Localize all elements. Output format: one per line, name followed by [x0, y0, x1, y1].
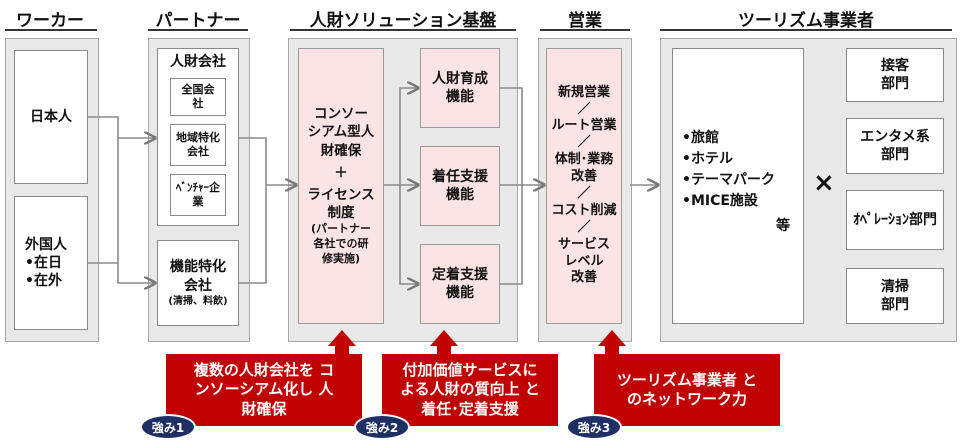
- arrow-foreign-to-specialized: [117, 263, 155, 283]
- sales-line: サービス: [557, 236, 610, 252]
- facility-item: •ホテル: [682, 151, 733, 167]
- department-label: 清掃部門: [881, 278, 909, 313]
- sales-line: レベル: [564, 253, 604, 269]
- strength3-callout: ツーリズム事業者 とのネットワーク力: [594, 354, 780, 426]
- retention-function-box: 定着支援機能: [420, 244, 500, 324]
- regional-company-label: 地域特化会社: [176, 130, 220, 158]
- arrow-staffing-to-platform: [239, 137, 296, 185]
- regional-company-box: 地域特化会社: [170, 124, 226, 166]
- specialized-company-note: (清掃、料飲): [168, 295, 228, 307]
- arrow-to-retention: [399, 185, 418, 284]
- venture-company-box: ﾍﾞﾝﾁｬｰ企業: [170, 174, 226, 216]
- specialized-company-title: 機能特化会社: [170, 259, 226, 294]
- consortium-line: コンソー: [314, 106, 368, 123]
- facilities-box: [672, 48, 804, 324]
- staffing-company-title: 人財会社: [170, 54, 226, 70]
- consortium-line: ライセンス: [307, 186, 375, 203]
- foreign-worker-item: •在外: [25, 273, 62, 290]
- facility-item: •旅館: [682, 130, 719, 146]
- national-company-box: 全国会社: [170, 78, 226, 116]
- department-label: エンタメ系部門: [860, 128, 930, 163]
- japanese-worker-box: 日本人: [14, 50, 88, 184]
- arrow-to-training: [399, 88, 418, 185]
- header-worker: ワーカー: [16, 11, 84, 31]
- multiply-sign: ×: [813, 168, 835, 198]
- foreign-worker-item: •在日: [25, 254, 62, 271]
- sales-separator: ／: [577, 219, 591, 235]
- header-underline: [148, 29, 248, 31]
- consortium-line: 財確保: [320, 142, 362, 159]
- sales-box: 新規営業 ／ ルート営業 ／ 体制･業務 改善 ／ コスト削減 ／ サービス レ…: [546, 48, 622, 324]
- consortium-line: 制度: [327, 205, 355, 222]
- department-label: ｵﾍﾟﾚｰｼｮﾝ部門: [853, 211, 937, 228]
- strength1-text: 複数の人財会社を コンソーシアム化し 人財確保: [193, 360, 335, 418]
- header-underline: [5, 29, 97, 31]
- department-entertainment-box: エンタメ系部門: [846, 118, 944, 174]
- header-platform: 人財ソリューション基盤: [309, 11, 497, 31]
- strength1-arrow: [328, 330, 356, 356]
- strength3-arrow: [598, 330, 626, 356]
- consortium-note: (パートナー: [310, 222, 372, 236]
- sales-line: ルート営業: [551, 118, 617, 134]
- consortium-line: シアム型人: [307, 124, 375, 141]
- venture-company-label: ﾍﾞﾝﾁｬｰ企業: [176, 180, 220, 208]
- arrow-functions-to-sales: [500, 87, 523, 285]
- strength2-arrow: [430, 330, 458, 356]
- department-cleaning-box: 清掃部門: [846, 268, 944, 324]
- retention-function-label: 定着支援機能: [432, 266, 488, 301]
- onboarding-function-box: 着任支援機能: [420, 146, 500, 226]
- department-hospitality-box: 接客部門: [846, 48, 944, 102]
- department-operation-box: ｵﾍﾟﾚｰｼｮﾝ部門: [846, 190, 944, 250]
- header-sales: 営業: [568, 11, 602, 31]
- training-function-box: 人財育成機能: [420, 48, 500, 128]
- consortium-note: 各社での研: [313, 237, 369, 251]
- arrow-foreign-to-staffing: [88, 138, 119, 264]
- specialized-company-box: 機能特化会社 (清掃、料飲): [157, 240, 239, 326]
- facility-item: •テーマパーク: [682, 172, 775, 188]
- facilities-list: •旅館 •ホテル •テーマパーク •MICE施設: [682, 128, 775, 212]
- header-tourism: ツーリズム事業者: [738, 11, 874, 31]
- sales-line: 体制･業務: [554, 152, 614, 168]
- strength3-badge: 強み3: [566, 414, 622, 440]
- plus-sign: ＋: [334, 164, 348, 181]
- arrow-specialized-to-platform: [239, 185, 267, 284]
- foreign-worker-box: 外国人 •在日 •在外: [14, 196, 88, 330]
- sales-separator: ／: [577, 186, 591, 201]
- header-underline: [540, 29, 630, 31]
- foreign-worker-title: 外国人: [25, 236, 67, 253]
- strength1-callout: 複数の人財会社を コンソーシアム化し 人財確保: [166, 354, 362, 426]
- facilities-etc: 等: [776, 218, 790, 234]
- sales-separator: ／: [577, 101, 591, 117]
- facility-item: •MICE施設: [682, 193, 758, 209]
- sales-separator: ／: [577, 135, 591, 151]
- sales-line: 改善: [570, 169, 597, 185]
- header-underline: [290, 29, 516, 31]
- training-function-label: 人財育成機能: [432, 70, 488, 105]
- strength2-callout: 付加価値サービスに よる人財の質向上 と着任･定着支援: [382, 354, 558, 426]
- strength1-badge: 強み1: [140, 414, 196, 440]
- department-label: 接客部門: [881, 57, 909, 92]
- arrow-japanese-to-staffing: [88, 116, 155, 138]
- japanese-worker-label: 日本人: [30, 108, 72, 125]
- sales-line: 新規営業: [557, 84, 610, 100]
- header-underline: [660, 29, 952, 31]
- sales-line: 改善: [570, 270, 597, 286]
- strength2-text: 付加価値サービスに よる人財の質向上 と着任･定着支援: [400, 360, 540, 418]
- header-partner: パートナー: [155, 11, 241, 31]
- strength3-text: ツーリズム事業者 とのネットワーク力: [616, 370, 758, 409]
- sales-line: コスト削減: [551, 202, 617, 218]
- strength2-badge: 強み2: [354, 414, 410, 440]
- consortium-box: コンソー シアム型人 財確保 ＋ ライセンス 制度 (パートナー 各社での研 修…: [298, 48, 384, 324]
- consortium-note: 修実施): [321, 252, 361, 266]
- onboarding-function-label: 着任支援機能: [432, 168, 488, 203]
- national-company-label: 全国会社: [181, 82, 215, 110]
